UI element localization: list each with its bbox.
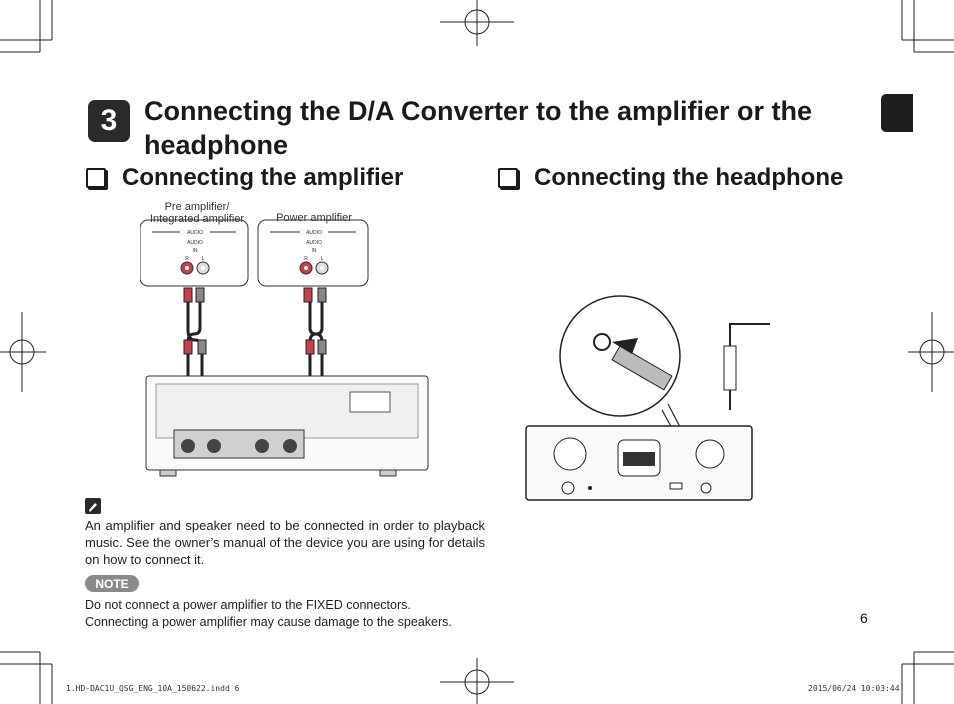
jack-in-label-2: IN bbox=[312, 248, 317, 254]
pre-amplifier-label-line1: Pre amplifier/ bbox=[164, 201, 230, 213]
section-headphone-heading: Connecting the headphone bbox=[498, 164, 843, 192]
jack-audio-in-label: AUDIO bbox=[187, 240, 203, 246]
power-amplifier-label: Power amplifier bbox=[276, 212, 352, 224]
page-title: Connecting the D/A Converter to the ampl… bbox=[144, 96, 813, 160]
section-headphone-title: Connecting the headphone bbox=[534, 164, 844, 191]
jack-audio-in-label-2: AUDIO bbox=[306, 240, 322, 246]
dac-rear-panel bbox=[145, 375, 429, 477]
note-badge: NOTE bbox=[85, 575, 139, 592]
note-warning-text: Do not connect a power amplifier to the … bbox=[85, 597, 505, 631]
note-line-1: Do not connect a power amplifier to the … bbox=[85, 598, 411, 612]
headphone-connection-diagram bbox=[525, 295, 770, 501]
pencil-icon bbox=[85, 498, 101, 514]
pre-amplifier-label-line2: Integrated amplifier bbox=[149, 213, 245, 225]
jack-in-label: IN bbox=[193, 248, 198, 254]
jack-r-label-2: R bbox=[304, 256, 308, 262]
jack-l-label-2: L bbox=[321, 256, 324, 262]
checkbox-bullet-icon bbox=[498, 168, 518, 188]
footer-timestamp: 2015/06/24 10:03:44 bbox=[808, 684, 900, 693]
headphone-cable bbox=[729, 323, 770, 346]
insert-arrow-icon bbox=[612, 338, 638, 354]
pre-amplifier-label: Pre amplifier/ Integrated amplifier bbox=[142, 201, 252, 225]
section-amplifier-heading: Connecting the amplifier bbox=[86, 164, 403, 192]
note-line-2: Connecting a power amplifier may cause d… bbox=[85, 615, 452, 629]
headphone-plug-body bbox=[723, 345, 737, 391]
section-amplifier-title: Connecting the amplifier bbox=[122, 164, 404, 191]
jack-hole-icon bbox=[593, 333, 611, 351]
chapter-tab-marker bbox=[881, 94, 913, 132]
power-amplifier-box bbox=[257, 219, 369, 287]
jack-audio-label-2: AUDIO bbox=[306, 230, 322, 236]
amplifier-note-text: An amplifier and speaker need to be conn… bbox=[85, 518, 485, 567]
amplifier-connection-diagram: AUDIO AUDIO IN R L AUDIO AUDIO IN R L bbox=[140, 219, 429, 477]
headphone-plug-magnified bbox=[611, 345, 673, 391]
jack-l-label: L bbox=[202, 256, 205, 262]
footer-file-info: 1.HD-DAC1U_QSG_ENG_10A_150622.indd 6 bbox=[66, 684, 240, 693]
pre-amplifier-box bbox=[140, 219, 249, 287]
dac-front-panel bbox=[525, 425, 753, 501]
page-number: 6 bbox=[860, 610, 868, 626]
checkbox-bullet-icon bbox=[86, 168, 106, 188]
jack-audio-label: AUDIO bbox=[187, 230, 203, 236]
rca-plugs bbox=[183, 287, 327, 355]
jack-r-label: R bbox=[185, 256, 189, 262]
step-number-badge: 3 bbox=[88, 100, 130, 142]
rca-jacks bbox=[180, 261, 329, 275]
